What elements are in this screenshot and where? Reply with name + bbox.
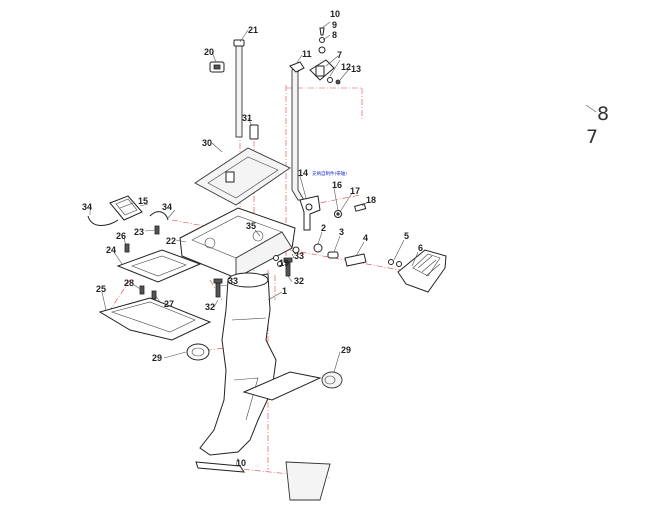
note-label: 支柄自制件(帶轴) <box>312 170 347 177</box>
part-11-shift-rod <box>289 61 305 201</box>
side-labels: 8 7 <box>585 103 609 148</box>
callout-27: 27 <box>164 299 174 309</box>
part-21-tube <box>233 39 245 138</box>
side-label-lower: 7 <box>586 126 598 148</box>
callout-20: 20 <box>204 47 214 57</box>
callout-35: 35 <box>246 221 256 231</box>
callout-7: 7 <box>337 50 342 60</box>
callout-32-right: 32 <box>294 276 304 286</box>
main-housing <box>199 272 322 456</box>
side-label-upper: 8 <box>597 103 609 125</box>
callout-21: 21 <box>248 25 258 35</box>
callout-22: 22 <box>166 236 176 246</box>
bolts <box>124 225 300 300</box>
callout-33-right: 33 <box>294 251 304 261</box>
part-24-plate <box>116 249 202 283</box>
callout-6: 6 <box>418 243 423 253</box>
callout-34-left: 34 <box>82 202 92 212</box>
callout-15: 15 <box>138 196 148 206</box>
bottom-skeg <box>195 461 331 501</box>
upper-lever-cluster <box>309 27 341 85</box>
callout-4: 4 <box>363 233 368 243</box>
callout-13: 13 <box>351 64 361 74</box>
callout-12: 12 <box>341 62 351 72</box>
callout-11: 11 <box>302 49 312 59</box>
callout-30: 30 <box>202 138 212 148</box>
part-29-plug-right <box>321 371 343 389</box>
callout-10-top: 10 <box>330 9 340 19</box>
parts-16-17-18 <box>334 203 367 218</box>
callout-18: 18 <box>366 195 376 205</box>
callout-26: 26 <box>116 231 126 241</box>
callout-19: 19 <box>279 258 289 268</box>
part-6-handle <box>397 249 447 293</box>
callout-28: 28 <box>124 278 134 288</box>
part-25-lower-plate <box>98 297 212 341</box>
callout-31: 31 <box>242 113 252 123</box>
main-mount-bracket <box>179 207 296 279</box>
callout-23: 23 <box>134 227 144 237</box>
callout-1: 1 <box>282 286 287 296</box>
callout-33-left: 33 <box>228 276 238 286</box>
callout-10-bottom: 10 <box>236 458 246 468</box>
callout-9: 9 <box>332 20 337 30</box>
part-15-plate <box>109 195 143 221</box>
callout-14: 14 <box>298 168 308 178</box>
callout-16: 16 <box>332 180 342 190</box>
callout-17: 17 <box>350 186 360 196</box>
callout-24: 24 <box>106 245 116 255</box>
shaft-parts-2-3-4 <box>313 243 402 267</box>
callout-numbers: 21 20 31 30 10 9 8 11 7 12 13 14 16 17 1… <box>82 9 423 468</box>
callout-8: 8 <box>332 30 337 40</box>
callout-32-left: 32 <box>205 302 215 312</box>
callout-25: 25 <box>96 284 106 294</box>
leader-lines <box>89 21 419 467</box>
part-34-hoses <box>87 211 169 226</box>
callout-5: 5 <box>404 231 409 241</box>
callout-29-left: 29 <box>152 353 162 363</box>
callout-2: 2 <box>321 223 326 233</box>
callout-29-right: 29 <box>341 345 351 355</box>
part-31-sleeve <box>249 124 259 140</box>
callout-3: 3 <box>339 227 344 237</box>
part-14-bracket <box>299 195 321 231</box>
part-29-plug-left <box>186 343 210 361</box>
callout-34-right: 34 <box>162 202 172 212</box>
part-20-clip <box>209 61 225 73</box>
part-30-gasket <box>194 147 291 206</box>
